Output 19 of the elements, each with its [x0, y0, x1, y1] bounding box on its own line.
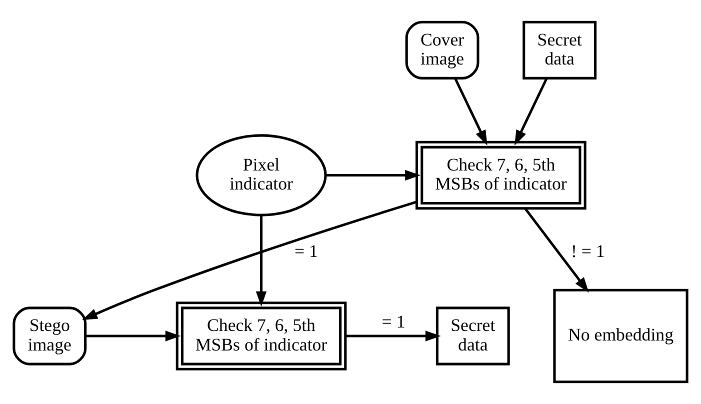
node-ellipse: Pixel indicator	[196, 134, 327, 216]
arrow	[514, 78, 548, 146]
arrow	[325, 170, 420, 181]
arrow	[524, 208, 589, 293]
node-box: Secret data	[436, 306, 510, 366]
node-box: Secret data	[522, 20, 597, 80]
edge-label: = 1	[294, 241, 318, 262]
arrow	[86, 330, 181, 342]
edge-label: = 1	[382, 311, 406, 332]
node-box: Check 7, 6, 5th MSBs of indicator	[176, 302, 347, 370]
arrow	[454, 78, 488, 146]
node-box: Stego image	[12, 306, 87, 366]
arrow	[256, 215, 267, 307]
node-box: Check 7, 6, 5th MSBs of indicator	[416, 140, 586, 210]
edge-label: ! = 1	[571, 241, 605, 262]
node-box: No embedding	[553, 288, 688, 384]
arrow	[346, 330, 441, 342]
node-box: Cover image	[405, 20, 480, 80]
arrow	[82, 200, 417, 320]
